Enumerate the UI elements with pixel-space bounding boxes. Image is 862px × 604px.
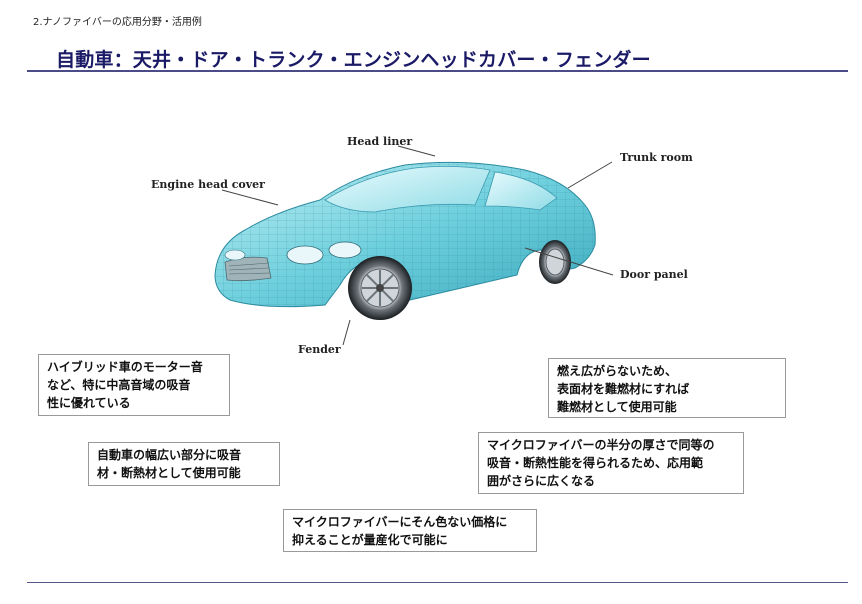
- label-trunk-room: Trunk room: [620, 151, 693, 164]
- note-half-thickness: マイクロファイバーの半分の厚さで同等の 吸音・断熱性能を得られるため、応用範 囲…: [478, 432, 744, 494]
- title-underline: [27, 70, 848, 72]
- label-fender: Fender: [298, 343, 341, 356]
- label-head-liner: Head liner: [347, 135, 413, 148]
- label-door-panel: Door panel: [620, 268, 688, 281]
- section-label: 2.ナノファイバーの応用分野・活用例: [33, 17, 202, 28]
- label-engine-head-cover: Engine head cover: [151, 178, 265, 191]
- page-title: 自動車：天井・ドア・トランク・エンジンヘッドカバー・フェンダー: [56, 49, 651, 71]
- footer-rule: [27, 582, 848, 583]
- note-wide-use: 自動車の幅広い部分に吸音 材・断熱材として使用可能: [88, 442, 280, 486]
- note-motor-noise: ハイブリッド車のモーター音 など、特に中高音域の吸音 性に優れている: [38, 354, 230, 416]
- car-wireframe-image: [214, 161, 596, 320]
- note-mass-production: マイクロファイバーにそん色ない価格に 抑えることが量産化で可能に: [283, 509, 537, 552]
- note-flame-retardant: 燃え広がらないため、 表面材を難燃材にすれば 難燃材として使用可能: [548, 358, 786, 418]
